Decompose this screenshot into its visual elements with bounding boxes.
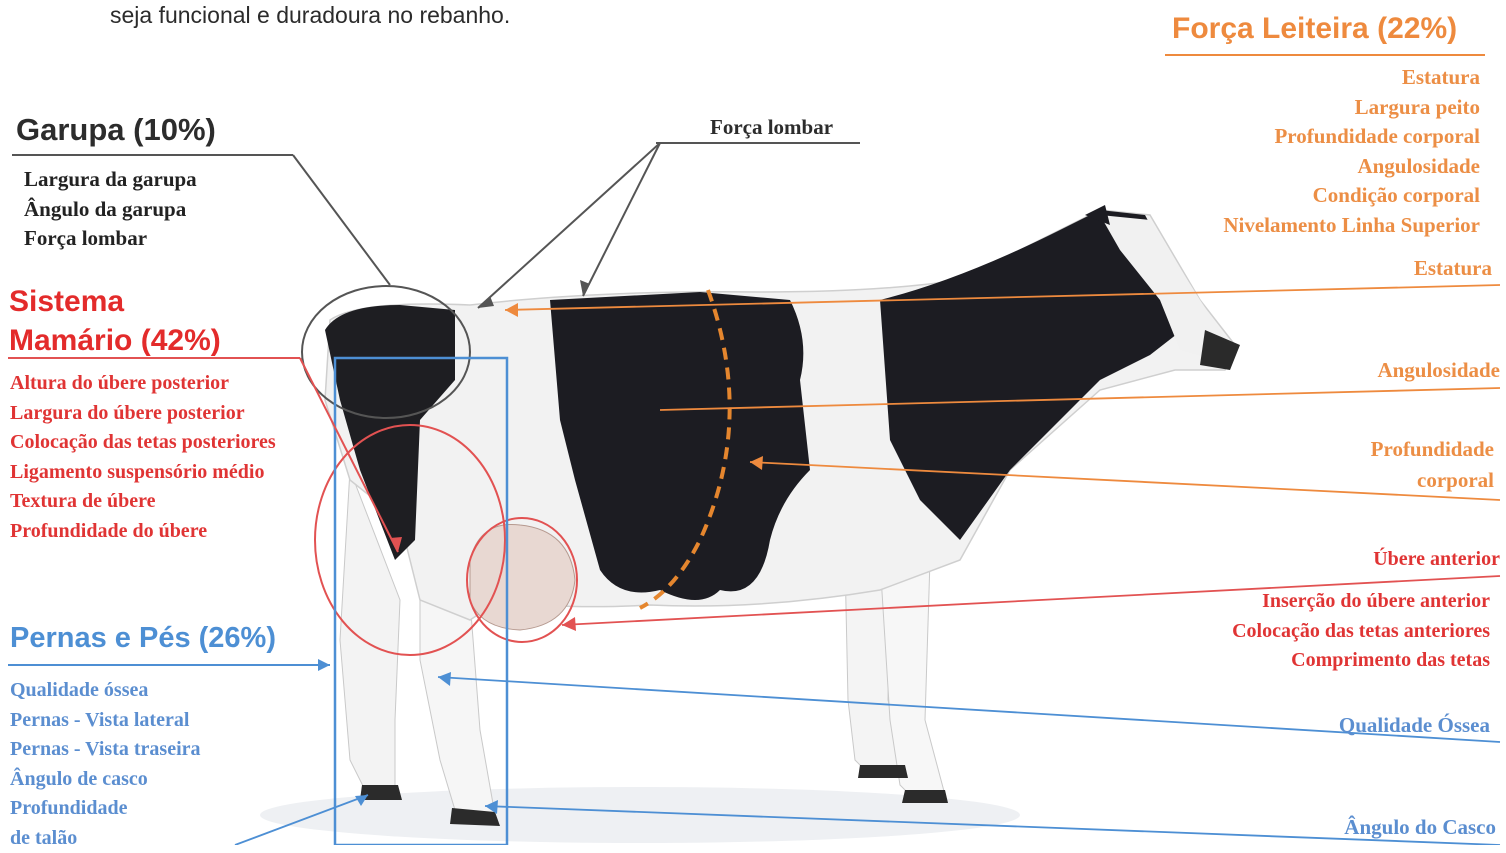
garupa-item: Largura da garupa	[24, 165, 197, 195]
qualidade-ossea-label: Qualidade Óssea	[1339, 713, 1490, 738]
sistema-mamario-title-line1: Sistema	[9, 282, 221, 321]
sistema-mamario-items: Altura do úbere posterior Largura do úbe…	[10, 369, 276, 546]
cow-hoof	[858, 765, 908, 778]
pernas-item: de talão	[10, 824, 201, 853]
garupa-item: Ângulo da garupa	[24, 195, 197, 225]
pernas-item: Profundidade	[10, 794, 201, 824]
garupa-item: Força lombar	[24, 224, 197, 254]
profundidade-label-line1: Profundidade	[1371, 434, 1494, 465]
cow-hoof	[902, 790, 948, 803]
pernas-item: Ângulo de casco	[10, 765, 201, 795]
mamario-item: Textura de úbere	[10, 487, 276, 517]
ubere-item: Inserção do úbere anterior	[1232, 587, 1490, 617]
profundidade-corporal-label: Profundidade corporal	[1371, 434, 1494, 496]
mamario-item: Ligamento suspensório médio	[10, 458, 276, 488]
mamario-item: Colocação das tetas posteriores	[10, 428, 276, 458]
cow-hoof	[360, 785, 402, 800]
garupa-items: Largura da garupa Ângulo da garupa Força…	[24, 165, 197, 254]
pernas-item: Pernas - Vista traseira	[10, 735, 201, 765]
forca-leiteira-items: Estatura Largura peito Profundidade corp…	[1223, 63, 1480, 240]
forca-item: Angulosidade	[1223, 152, 1480, 182]
pernas-pes-title: Pernas e Pés (26%)	[10, 622, 276, 655]
intro-text: seja funcional e duradoura no rebanho.	[110, 2, 510, 29]
forca-leiteira-title: Força Leiteira (22%)	[1172, 12, 1457, 46]
forca-lombar-leader-2	[583, 143, 660, 296]
arrowhead	[318, 659, 330, 671]
pernas-item: Qualidade óssea	[10, 676, 201, 706]
mamario-item: Altura do úbere posterior	[10, 369, 276, 399]
forca-lombar-label: Força lombar	[710, 115, 833, 140]
angulosidade-label: Angulosidade	[1377, 358, 1500, 383]
sistema-mamario-title: Sistema Mamário (42%)	[9, 282, 221, 360]
forca-item: Estatura	[1223, 63, 1480, 93]
estatura-label: Estatura	[1414, 256, 1492, 281]
forca-item: Condição corporal	[1223, 181, 1480, 211]
garupa-leader	[293, 155, 390, 285]
ubere-item: Colocação das tetas anteriores	[1232, 617, 1490, 647]
pernas-pes-items: Qualidade óssea Pernas - Vista lateral P…	[10, 676, 201, 853]
ubere-item: Comprimento das tetas	[1232, 646, 1490, 676]
mamario-item: Largura do úbere posterior	[10, 399, 276, 429]
profundidade-label-line2: corporal	[1371, 465, 1494, 496]
mamario-item: Profundidade do úbere	[10, 517, 276, 547]
ubere-anterior-label: Úbere anterior	[1373, 548, 1500, 571]
forca-item: Profundidade corporal	[1223, 122, 1480, 152]
garupa-title: Garupa (10%)	[16, 112, 216, 148]
forca-item: Largura peito	[1223, 93, 1480, 123]
angulo-casco-label: Ângulo do Casco	[1344, 815, 1496, 840]
arrowhead	[478, 296, 494, 308]
sistema-mamario-title-line2: Mamário (42%)	[9, 321, 221, 360]
ubere-anterior-items: Inserção do úbere anterior Colocação das…	[1232, 587, 1490, 676]
forca-item: Nivelamento Linha Superior	[1223, 211, 1480, 241]
pernas-item: Pernas - Vista lateral	[10, 706, 201, 736]
forca-lombar-leader-1	[478, 143, 660, 308]
